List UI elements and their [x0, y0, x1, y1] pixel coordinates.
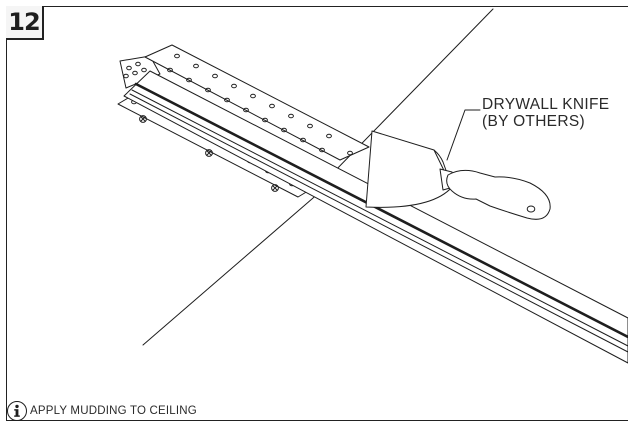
ceiling-line-lower: [142, 191, 321, 346]
callout-line-1: DRYWALL KNIFE: [482, 96, 610, 113]
drywall-knife: [365, 130, 551, 220]
channel-slot: [129, 82, 628, 353]
callout-line-2: (BY OTHERS): [482, 113, 585, 130]
mounting-plate-upper-holes: [167, 53, 353, 156]
step-number: 12: [6, 6, 44, 40]
knife-handle: [446, 169, 551, 220]
instruction-text: APPLY MUDDING TO CEILING: [30, 405, 197, 417]
mounting-screws: [139, 115, 279, 192]
mounting-plate-upper: [144, 44, 370, 161]
plate-end-left-holes: [123, 61, 147, 79]
panel-frame: [6, 6, 628, 421]
plate-end-left: [119, 55, 161, 89]
instruction-note: APPLY MUDDING TO CEILING: [7, 399, 197, 423]
drywall-knife-callout: DRYWALL KNIFE (BY OTHERS): [482, 96, 609, 130]
info-icon: [7, 401, 27, 421]
callout-leader: [446, 109, 481, 161]
knife-blade: [365, 130, 453, 208]
